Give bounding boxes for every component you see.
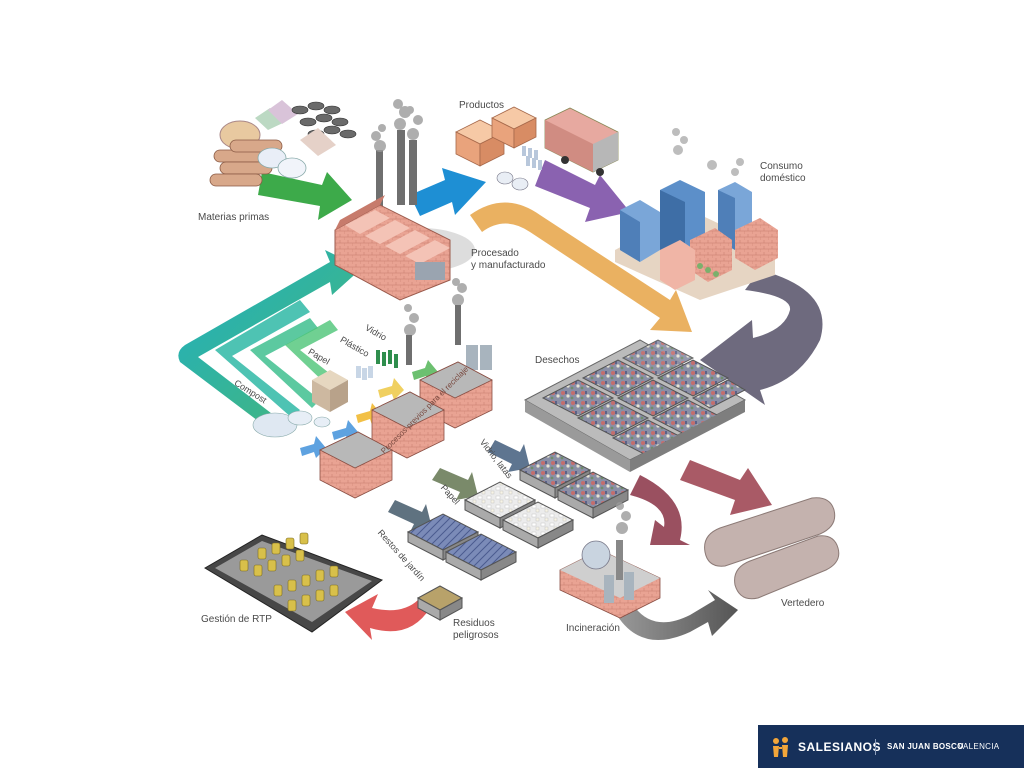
raw-materials-illustration: [209, 100, 357, 187]
consumer-to-waste-arrow: [700, 270, 823, 405]
recycle-teal-arrow-outer: [178, 250, 362, 430]
small-arrow-blue-2: [300, 436, 326, 458]
to-products-arrow: [410, 168, 486, 216]
label-residuos-1: Residuos: [453, 618, 495, 629]
label-productos: Productos: [459, 100, 505, 111]
arrow-to-recycle-2: [432, 468, 478, 500]
sorted-bins: [406, 451, 630, 621]
brand-footer: SALESIANOS SAN JUAN BOSCO VALENCIA: [758, 725, 1024, 768]
incineration-arrow: [615, 590, 738, 641]
main-factory-illustration: [334, 99, 475, 301]
salesianos-logo-icon: [773, 737, 788, 757]
label-consumo-1: Consumo: [760, 161, 803, 172]
waste-to-landfill-arrow-1: [680, 460, 772, 515]
waste-to-landfill-arrow-2: [630, 475, 690, 545]
label-desechos: Desechos: [535, 355, 580, 366]
to-consumer-arrow: [535, 160, 630, 222]
label-gestion-rtp: Gestión de RTP: [201, 614, 272, 625]
arrow-to-recycle-3: [388, 500, 432, 532]
recycle-teal-arrow-4: [285, 320, 338, 388]
recycle-teal-arrow-2: [215, 300, 310, 418]
arrow-to-recycle-1: [488, 440, 530, 472]
brand-name: SALESIANOS: [798, 740, 882, 754]
label-materias-primas: Materias primas: [198, 212, 270, 223]
orange-flow-arrow: [470, 202, 692, 332]
hazardous-arrow: [345, 594, 430, 640]
landfill: [704, 497, 840, 600]
recycling-factories: [252, 278, 493, 499]
label-procesado-2: y manufacturado: [471, 260, 546, 271]
label-procesado-1: Procesado: [471, 248, 519, 259]
hazardous-storage: [204, 532, 384, 633]
city-name: VALENCIA: [958, 742, 1000, 751]
products-illustration: [455, 106, 619, 191]
waste-containers-grid: [523, 339, 747, 472]
incinerator: [559, 502, 661, 619]
recycled-materials-piles: [252, 350, 398, 438]
city-illustration: [615, 128, 778, 300]
raw-materials-arrow: [258, 172, 352, 220]
label-consumo-2: doméstico: [760, 173, 806, 184]
school-name: SAN JUAN BOSCO: [887, 742, 964, 751]
label-residuos-2: peligrosos: [453, 630, 499, 641]
label-vertedero: Vertedero: [781, 598, 825, 609]
label-incineracion: Incineración: [566, 623, 620, 634]
brand-divider: [875, 739, 876, 755]
small-arrow-yellow-1: [378, 378, 404, 400]
